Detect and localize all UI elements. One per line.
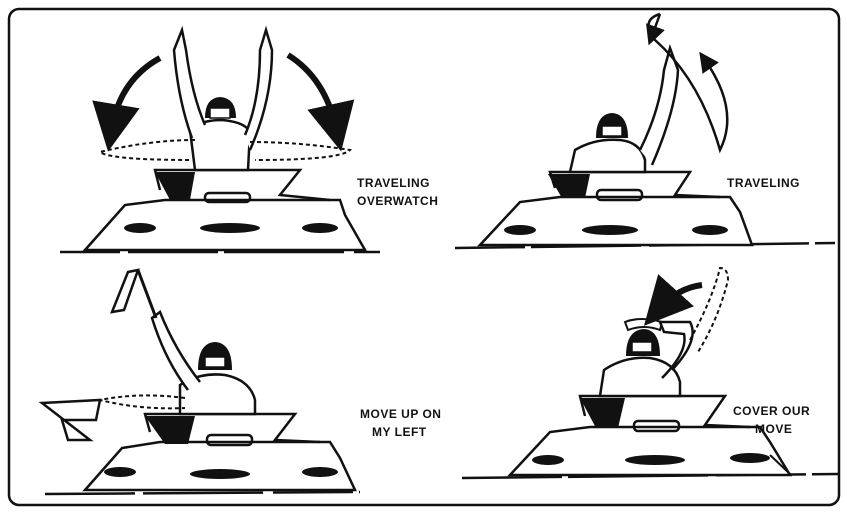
caption-cover-our-move: COVER OUR MOVE	[733, 402, 810, 438]
tank-hull	[82, 412, 357, 492]
right-motion-arrow	[286, 52, 355, 152]
caption-move-up-on-my-left: MOVE UP ON MY LEFT	[360, 405, 441, 441]
signal-flag	[38, 398, 102, 442]
soldier	[568, 43, 680, 174]
tank-hull	[507, 394, 793, 477]
caption-line: MOVE	[755, 422, 793, 436]
caption-line: COVER OUR	[733, 404, 811, 418]
ground-line	[44, 490, 361, 496]
panel-cover-our-move	[461, 266, 839, 480]
soldier	[97, 25, 353, 172]
caption-line: OVERWATCH	[357, 194, 439, 208]
soldier	[38, 268, 257, 442]
ground-line	[454, 241, 836, 250]
downward-motion-arrow	[643, 274, 703, 326]
caption-line: MOVE UP ON	[360, 407, 442, 421]
panel-traveling-overwatch	[60, 25, 380, 254]
caption-line: TRAVELING	[357, 176, 430, 190]
left-motion-arrow	[92, 55, 162, 152]
soldier	[598, 266, 730, 398]
caption-traveling-overwatch: TRAVELING OVERWATCH	[357, 174, 438, 210]
caption-line: MY LEFT	[372, 425, 427, 439]
signal-flag	[110, 268, 140, 314]
tank-hull	[477, 170, 754, 247]
tank-hull	[82, 168, 368, 252]
caption-line: TRAVELING	[727, 176, 800, 190]
panel-move-up-on-my-left	[38, 268, 361, 496]
diagram-frame	[7, 7, 841, 507]
panel-traveling	[454, 12, 836, 250]
caption-traveling: TRAVELING	[727, 174, 800, 192]
